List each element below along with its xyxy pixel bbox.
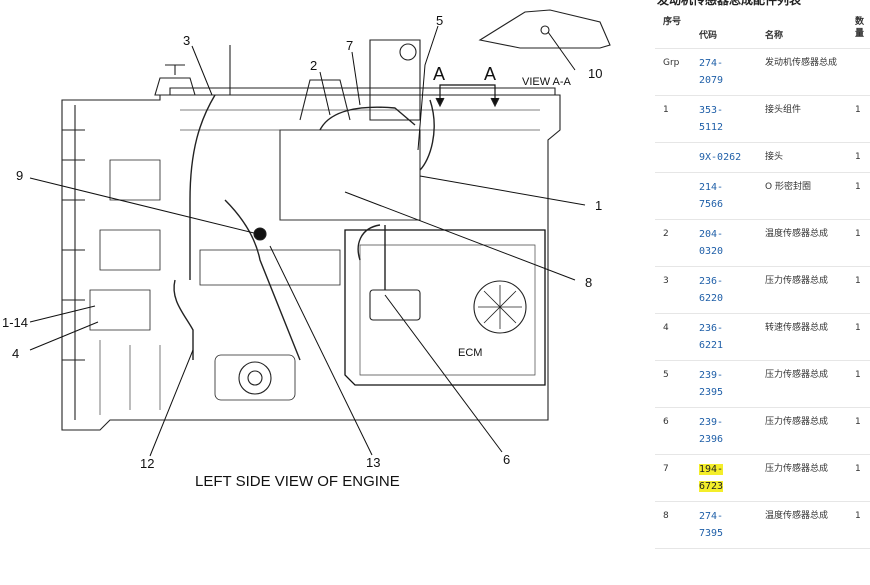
callout-label: 12 xyxy=(140,456,154,471)
engine-outline xyxy=(61,9,611,431)
part-code-link[interactable]: 9X-0262 xyxy=(691,142,757,173)
part-name: 接头 xyxy=(757,142,847,173)
row-seq: 6 xyxy=(655,407,691,455)
part-code-link[interactable]: 214-7566 xyxy=(691,172,757,220)
part-code-link[interactable]: 274-7395 xyxy=(691,501,757,549)
part-code-link[interactable]: 353-5112 xyxy=(691,95,757,143)
part-qty: 1 xyxy=(847,501,870,549)
part-code-link[interactable]: 274-2079 xyxy=(691,48,757,96)
part-name: 压力传感器总成 xyxy=(757,454,847,502)
callout-label: 1 xyxy=(595,198,602,213)
part-name: 发动机传感器总成 xyxy=(757,48,847,96)
part-code-text[interactable]: 239-2396 xyxy=(699,417,724,445)
part-name: 温度传感器总成 xyxy=(757,219,847,267)
row-seq: 2 xyxy=(655,219,691,267)
callout-label: 13 xyxy=(366,455,380,470)
part-name: 转速传感器总成 xyxy=(757,313,847,361)
part-qty: 1 xyxy=(847,172,870,220)
part-code-text[interactable]: 274-2079 xyxy=(699,58,724,86)
part-code-link[interactable]: 194-6723 xyxy=(691,454,757,502)
part-name: 压力传感器总成 xyxy=(757,360,847,408)
part-qty: 1 xyxy=(847,219,870,267)
part-qty: 1 xyxy=(847,313,870,361)
part-code-text[interactable]: 236-6221 xyxy=(699,323,724,351)
section-letter-left: A xyxy=(433,64,445,84)
callout-label: 5 xyxy=(436,13,443,28)
view-label: VIEW A-A xyxy=(522,76,572,88)
part-code-text[interactable]: 194-6723 xyxy=(699,464,724,492)
header-qty: 数量 xyxy=(847,12,870,49)
callout-label: 8 xyxy=(585,275,592,290)
row-seq: 5 xyxy=(655,360,691,408)
callout-label: 3 xyxy=(183,33,190,48)
part-code-text[interactable]: 214-7566 xyxy=(699,182,724,210)
part-code-text[interactable]: 239-2395 xyxy=(699,370,724,398)
ecm-label: ECM xyxy=(458,347,482,359)
header-code: 代码 xyxy=(691,12,757,49)
callout-label: 6 xyxy=(503,452,510,467)
callout-label: 1-14 xyxy=(2,315,28,330)
header-name: 名称 xyxy=(757,12,847,49)
part-qty: 1 xyxy=(847,266,870,314)
part-qty: 1 xyxy=(847,360,870,408)
callout-labels: 5 3 7 2 9 1 8 10 1-14 4 12 13 6 xyxy=(2,13,602,471)
parts-list-panel: 发动机传感器总成配件列表 序号 代码 名称 数量 Grp 274-2079 发动机传… xyxy=(655,0,870,585)
engine-diagram: 5 3 7 2 9 1 8 10 1-14 4 12 13 6 A A VIEW… xyxy=(2,9,611,490)
header-seq: 序号 xyxy=(655,12,691,49)
row-seq: 1 xyxy=(655,95,691,143)
part-qty: 1 xyxy=(847,407,870,455)
part-code-link[interactable]: 239-2395 xyxy=(691,360,757,408)
leader-lines xyxy=(29,25,586,457)
part-qty: 1 xyxy=(847,95,870,143)
part-code-text[interactable]: 236-6220 xyxy=(699,276,724,304)
callout-label: 9 xyxy=(16,168,23,183)
part-name: 温度传感器总成 xyxy=(757,501,847,549)
part-name: 压力传感器总成 xyxy=(757,407,847,455)
row-seq: 8 xyxy=(655,501,691,549)
diagram-caption: LEFT SIDE VIEW OF ENGINE xyxy=(195,473,400,490)
panel-title: 发动机传感器总成配件列表 xyxy=(657,0,802,7)
part-code-text[interactable]: 9X-0262 xyxy=(699,152,742,163)
part-qty: 1 xyxy=(847,454,870,502)
callout-label: 7 xyxy=(346,38,353,53)
part-name: 压力传感器总成 xyxy=(757,266,847,314)
part-qty: 1 xyxy=(847,142,870,173)
callout-label: 4 xyxy=(12,346,19,361)
part-code-link[interactable]: 239-2396 xyxy=(691,407,757,455)
row-seq xyxy=(655,142,691,173)
row-seq xyxy=(655,172,691,220)
row-seq: 7 xyxy=(655,454,691,502)
row-seq: 4 xyxy=(655,313,691,361)
row-seq: Grp xyxy=(655,48,691,96)
row-seq: 3 xyxy=(655,266,691,314)
section-letter-right: A xyxy=(484,64,496,84)
callout-label: 2 xyxy=(310,58,317,73)
part-name: O 形密封圈 xyxy=(757,172,847,220)
part-code-link[interactable]: 236-6220 xyxy=(691,266,757,314)
part-code-text[interactable]: 274-7395 xyxy=(699,511,724,539)
part-name: 接头组件 xyxy=(757,95,847,143)
callout-label: 10 xyxy=(588,66,602,81)
part-code-text[interactable]: 353-5112 xyxy=(699,105,724,133)
part-code-link[interactable]: 204-0320 xyxy=(691,219,757,267)
part-qty xyxy=(847,48,870,96)
table-header-row: 序号 代码 名称 数量 xyxy=(655,12,870,49)
part-code-link[interactable]: 236-6221 xyxy=(691,313,757,361)
table-row: Grp 274-2079 发动机传感器总成 xyxy=(655,48,870,96)
part-code-text[interactable]: 204-0320 xyxy=(699,229,724,257)
